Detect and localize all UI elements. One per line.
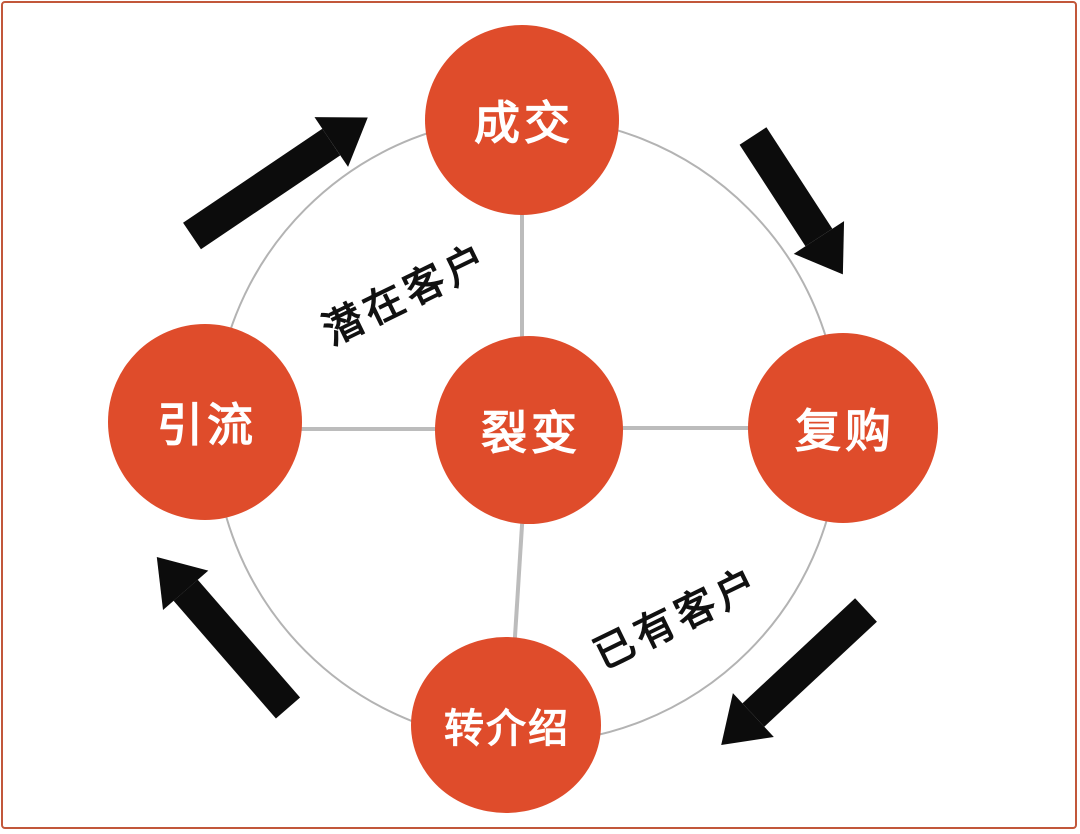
node-referral: 转介绍 — [411, 637, 601, 813]
node-deal: 成交 — [425, 25, 619, 215]
node-repurchase: 复购 — [748, 333, 938, 523]
node-repurchase-label: 复购 — [795, 405, 895, 457]
connector-center-to-right — [530, 426, 845, 430]
node-lead-label: 引流 — [157, 399, 257, 451]
node-fission-center: 裂变 — [435, 336, 623, 524]
node-lead: 引流 — [108, 324, 302, 520]
node-deal-label: 成交 — [474, 97, 574, 149]
node-fission-label: 裂变 — [481, 407, 581, 459]
connector-center-to-left — [203, 427, 533, 431]
node-referral-label: 转介绍 — [444, 707, 570, 751]
connector-center-to-top — [520, 122, 524, 432]
